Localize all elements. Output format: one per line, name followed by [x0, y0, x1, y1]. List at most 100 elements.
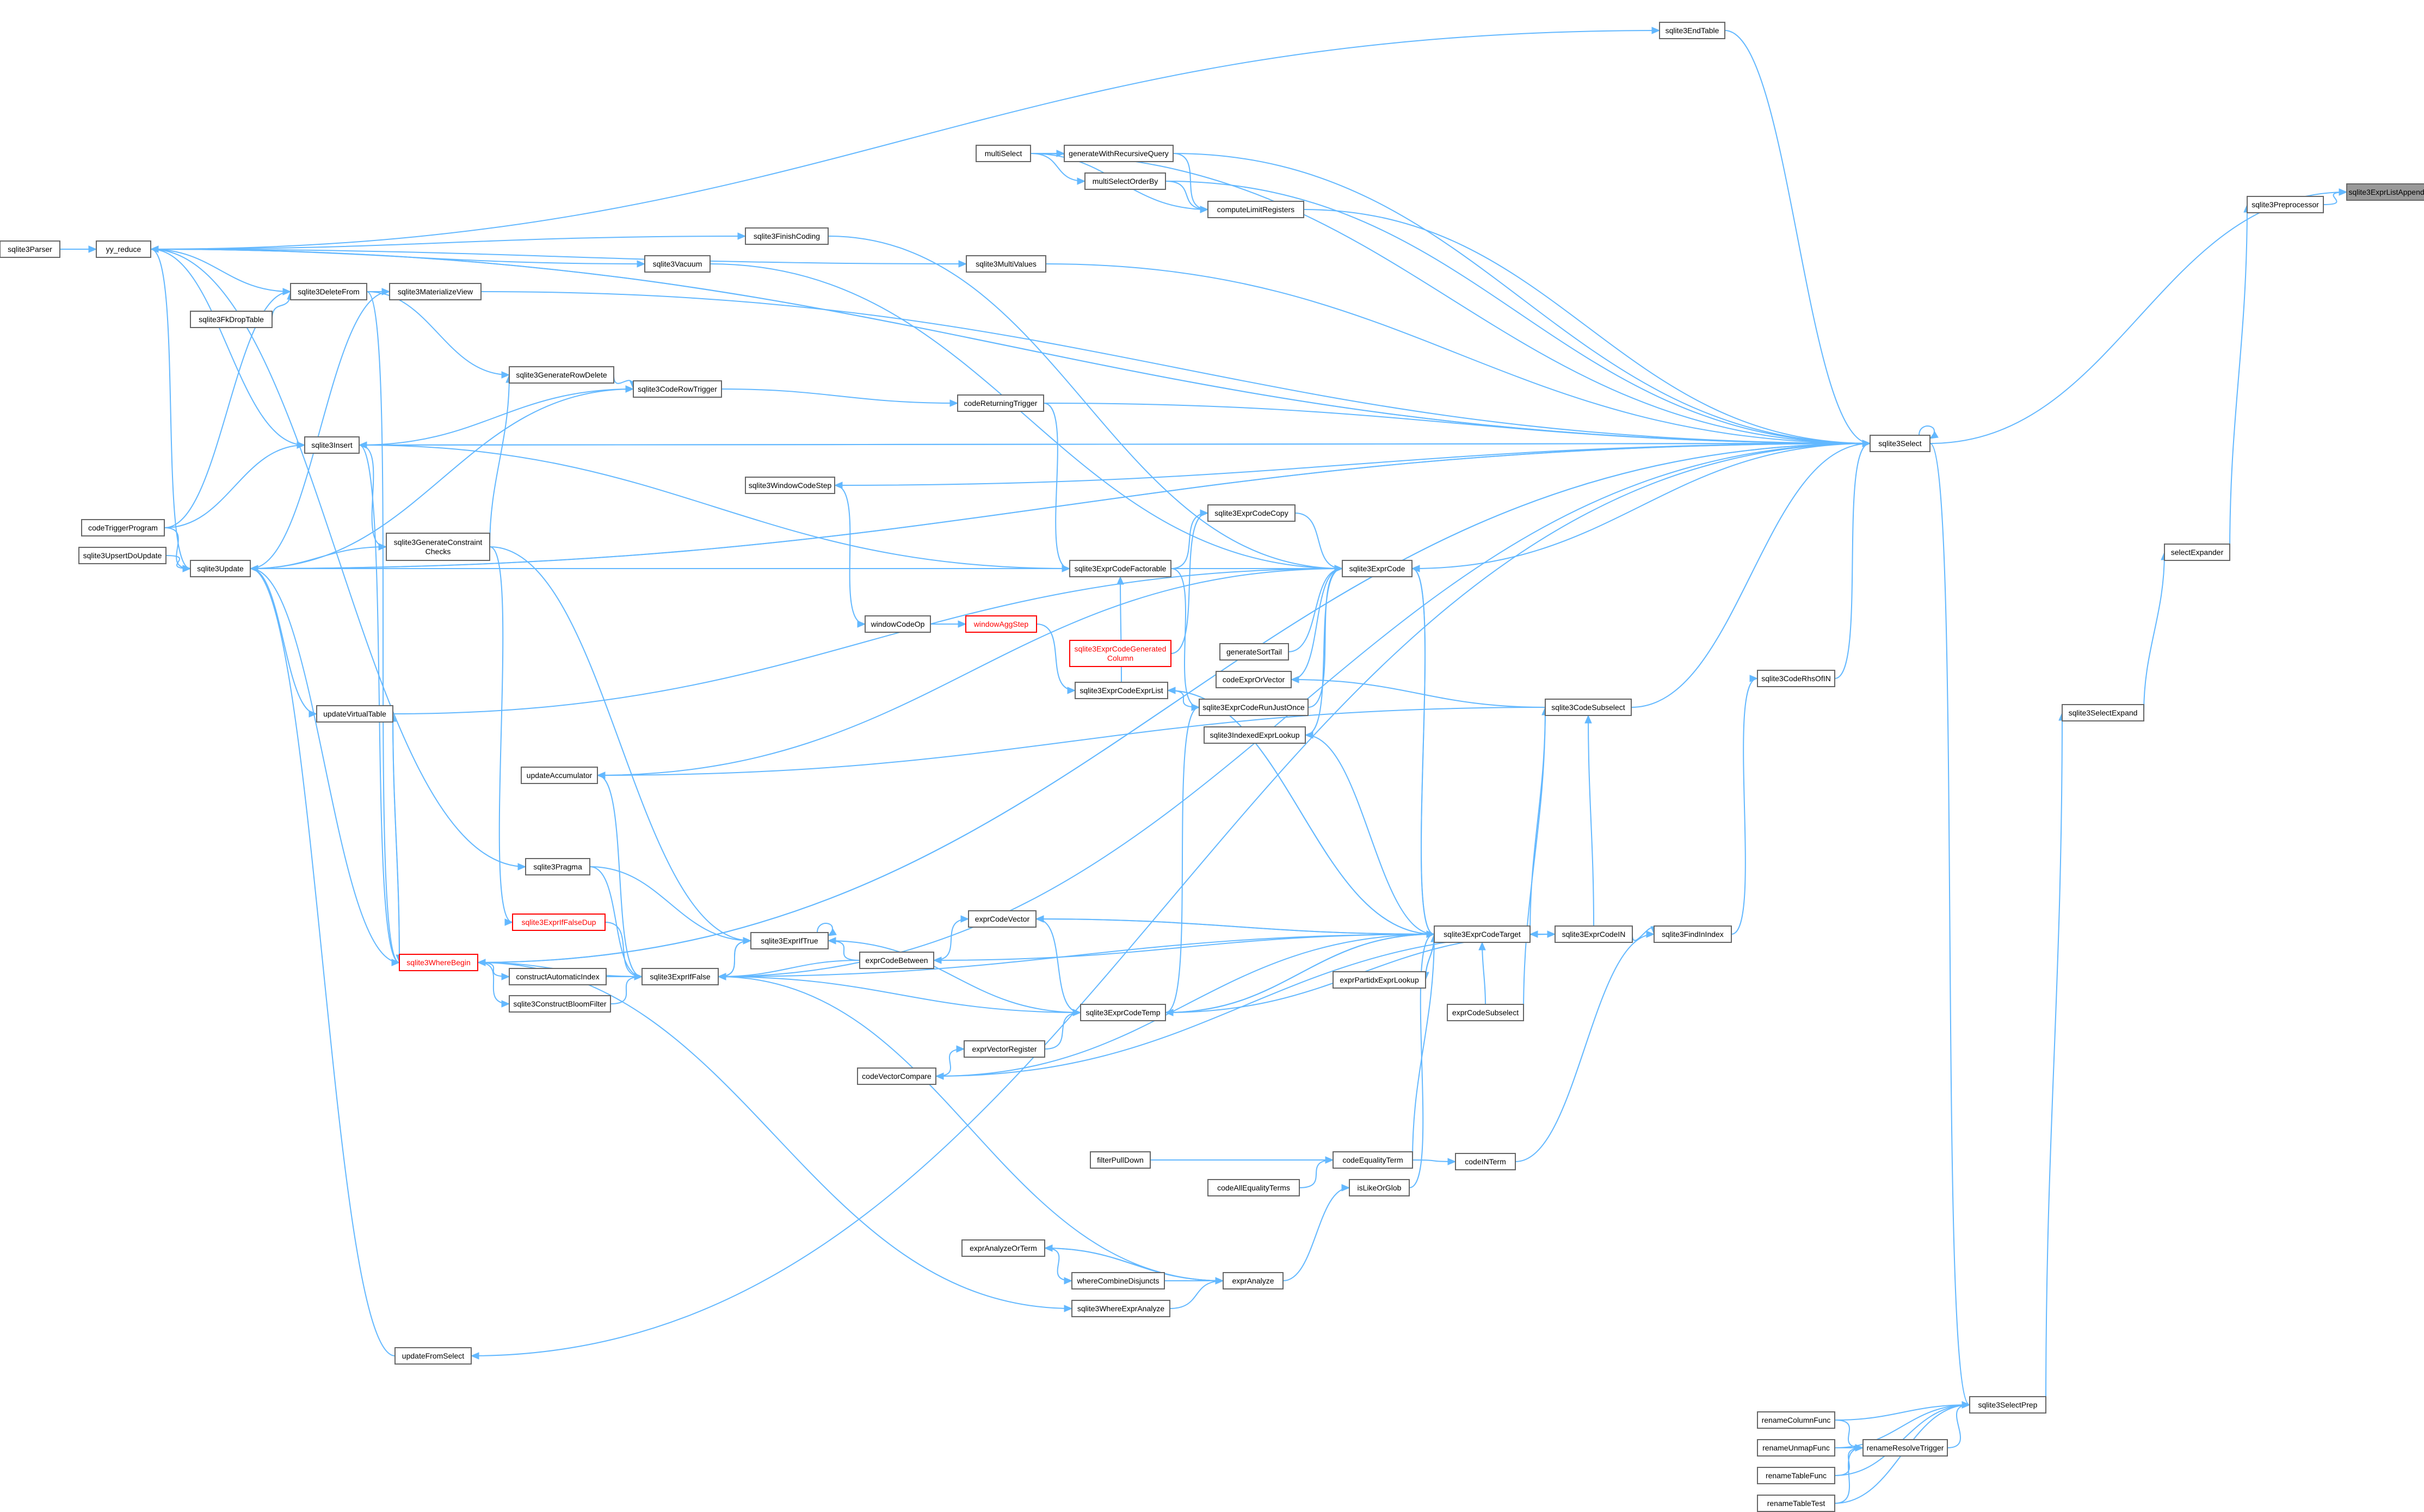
- node-multiSelectOrderBy[interactable]: multiSelectOrderBy: [1084, 172, 1166, 190]
- edge-exprAnalyze-to-isLikeOrGlob: [1282, 1187, 1350, 1281]
- node-sqlite3Update[interactable]: sqlite3Update: [190, 560, 251, 577]
- node-sqlite3MaterializeView[interactable]: sqlite3MaterializeView: [389, 283, 482, 300]
- edge-sqlite3ExprCodeGeneratedColumn-to-sqlite3ExprCodeCopy: [1170, 513, 1208, 654]
- node-windowCodeOp[interactable]: windowCodeOp: [865, 615, 931, 633]
- node-sqlite3WindowCodeStep[interactable]: sqlite3WindowCodeStep: [745, 477, 835, 494]
- edge-sqlite3SelectPrep-to-sqlite3SelectExpand: [2045, 712, 2063, 1405]
- node-sqlite3ExprCodeTemp[interactable]: sqlite3ExprCodeTemp: [1080, 1004, 1166, 1021]
- node-sqlite3FkDropTable[interactable]: sqlite3FkDropTable: [190, 311, 273, 328]
- node-label: codeReturningTrigger: [964, 399, 1038, 408]
- node-sqlite3Preprocessor[interactable]: sqlite3Preprocessor: [2247, 196, 2324, 213]
- node-sqlite3GenerateRowDelete[interactable]: sqlite3GenerateRowDelete: [509, 366, 614, 384]
- node-generateWithRecursiveQuery[interactable]: generateWithRecursiveQuery: [1064, 145, 1174, 162]
- node-sqlite3FinishCoding[interactable]: sqlite3FinishCoding: [745, 227, 829, 245]
- node-sqlite3Pragma[interactable]: sqlite3Pragma: [525, 858, 590, 875]
- node-filterPullDown[interactable]: filterPullDown: [1090, 1151, 1151, 1169]
- node-box: [190, 311, 273, 328]
- node-renameResolveTrigger[interactable]: renameResolveTrigger: [1862, 1439, 1948, 1457]
- node-sqlite3Select[interactable]: sqlite3Select: [1870, 435, 1930, 452]
- node-sqlite3IndexedExprLookup[interactable]: sqlite3IndexedExprLookup: [1204, 726, 1306, 744]
- node-sqlite3Insert[interactable]: sqlite3Insert: [304, 436, 360, 454]
- edge-sqlite3CodeSubselect-to-updateAccumulator: [597, 707, 1546, 776]
- node-label: codeVectorCompare: [862, 1072, 932, 1081]
- node-sqlite3CodeRhsOfIN[interactable]: sqlite3CodeRhsOfIN: [1757, 670, 1835, 687]
- edge-sqlite3Pragma-to-sqlite3ExprIfFalse: [589, 866, 643, 977]
- node-sqlite3ExprCodeTarget[interactable]: sqlite3ExprCodeTarget: [1434, 925, 1531, 943]
- node-codeTriggerProgram[interactable]: codeTriggerProgram: [81, 519, 165, 536]
- node-sqlite3CodeRowTrigger[interactable]: sqlite3CodeRowTrigger: [633, 380, 722, 398]
- node-whereCombineDisjuncts[interactable]: whereCombineDisjuncts: [1071, 1272, 1165, 1289]
- node-box: [1555, 925, 1633, 943]
- node-exprCodeVector[interactable]: exprCodeVector: [968, 910, 1037, 928]
- node-sqlite3DeleteFrom[interactable]: sqlite3DeleteFrom: [290, 283, 367, 300]
- edge-updateAccumulator-to-sqlite3ExprCode: [597, 568, 1343, 776]
- edge-sqlite3FindInIndex-to-sqlite3CodeRhsOfIN: [1731, 678, 1758, 935]
- node-renameTableFunc[interactable]: renameTableFunc: [1757, 1467, 1835, 1484]
- node-sqlite3SelectExpand[interactable]: sqlite3SelectExpand: [2062, 704, 2144, 721]
- node-sqlite3ExprListAppend[interactable]: sqlite3ExprListAppend: [2346, 183, 2424, 201]
- node-sqlite3UpsertDoUpdate[interactable]: sqlite3UpsertDoUpdate: [78, 547, 166, 564]
- node-sqlite3ExprCodeCopy[interactable]: sqlite3ExprCodeCopy: [1207, 504, 1296, 522]
- node-renameColumnFunc[interactable]: renameColumnFunc: [1757, 1411, 1835, 1429]
- edge-sqlite3ExprCodeTemp-to-sqlite3ExprCodeRunJustOnce-arrowhead: [1191, 703, 1200, 711]
- node-sqlite3ExprCode[interactable]: sqlite3ExprCode: [1342, 560, 1413, 577]
- node-computeLimitRegisters[interactable]: computeLimitRegisters: [1207, 201, 1304, 218]
- node-sqlite3ExprIfFalse[interactable]: sqlite3ExprIfFalse: [642, 968, 719, 985]
- node-selectExpander[interactable]: selectExpander: [2164, 544, 2230, 561]
- node-codeINTerm[interactable]: codeINTerm: [1455, 1153, 1516, 1170]
- node-yy_reduce[interactable]: yy_reduce: [96, 240, 151, 258]
- node-box: [1659, 22, 1725, 39]
- node-multiSelect[interactable]: multiSelect: [976, 145, 1031, 162]
- node-sqlite3CodeSubselect[interactable]: sqlite3CodeSubselect: [1545, 699, 1632, 716]
- node-sqlite3EndTable[interactable]: sqlite3EndTable: [1659, 22, 1725, 39]
- node-exprAnalyzeOrTerm[interactable]: exprAnalyzeOrTerm: [961, 1239, 1045, 1257]
- node-constructAutomaticIndex[interactable]: constructAutomaticIndex: [509, 968, 607, 985]
- node-exprAnalyze[interactable]: exprAnalyze: [1223, 1272, 1284, 1289]
- node-codeReturningTrigger[interactable]: codeReturningTrigger: [957, 394, 1044, 412]
- node-exprCodeSubselect[interactable]: exprCodeSubselect: [1447, 1004, 1524, 1021]
- node-generateSortTail[interactable]: generateSortTail: [1219, 643, 1289, 661]
- node-sqlite3Parser[interactable]: sqlite3Parser: [0, 240, 60, 258]
- node-codeExprOrVector[interactable]: codeExprOrVector: [1216, 671, 1292, 688]
- node-codeVectorCompare[interactable]: codeVectorCompare: [857, 1067, 936, 1085]
- node-label: sqlite3ExprIfTrue: [761, 936, 818, 945]
- node-windowAggStep[interactable]: windowAggStep: [965, 615, 1037, 633]
- node-sqlite3FindInIndex[interactable]: sqlite3FindInIndex: [1654, 925, 1732, 943]
- node-renameTableTest[interactable]: renameTableTest: [1757, 1495, 1835, 1512]
- node-sqlite3ExprIfTrue[interactable]: sqlite3ExprIfTrue: [750, 932, 829, 949]
- node-sqlite3ExprCodeRunJustOnce[interactable]: sqlite3ExprCodeRunJustOnce: [1199, 699, 1309, 716]
- edge-sqlite3CodeSubselect-to-sqlite3Select: [1631, 443, 1871, 708]
- node-label: sqlite3UpsertDoUpdate: [83, 551, 162, 560]
- node-sqlite3WhereBegin[interactable]: sqlite3WhereBegin: [399, 954, 478, 971]
- edge-generateWithRecursiveQuery-to-computeLimitRegisters: [1173, 153, 1208, 210]
- edge-yy_reduce-to-sqlite3Pragma: [150, 249, 526, 867]
- node-label: sqlite3Pragma: [533, 862, 582, 871]
- node-sqlite3ExprCodeIN[interactable]: sqlite3ExprCodeIN: [1555, 925, 1633, 943]
- edge-sqlite3GenerateConstraintChecks-to-sqlite3GenerateRowDelete: [489, 374, 510, 547]
- node-box: [78, 547, 166, 564]
- node-box: [1545, 699, 1632, 716]
- node-sqlite3MultiValues[interactable]: sqlite3MultiValues: [966, 255, 1046, 273]
- edge-sqlite3FkDropTable-to-sqlite3DeleteFrom: [272, 291, 291, 320]
- node-sqlite3WhereExprAnalyze[interactable]: sqlite3WhereExprAnalyze: [1071, 1300, 1170, 1317]
- node-codeEqualityTerm[interactable]: codeEqualityTerm: [1333, 1151, 1413, 1169]
- node-sqlite3Vacuum[interactable]: sqlite3Vacuum: [644, 255, 711, 273]
- node-isLikeOrGlob[interactable]: isLikeOrGlob: [1349, 1179, 1410, 1196]
- node-sqlite3ConstructBloomFilter[interactable]: sqlite3ConstructBloomFilter: [509, 995, 611, 1013]
- node-codeAllEqualityTerms[interactable]: codeAllEqualityTerms: [1207, 1179, 1300, 1196]
- node-exprCodeBetween[interactable]: exprCodeBetween: [859, 952, 934, 969]
- node-exprVectorRegister[interactable]: exprVectorRegister: [964, 1040, 1045, 1058]
- node-sqlite3ExprIfFalseDup[interactable]: sqlite3ExprIfFalseDup: [512, 914, 606, 931]
- node-sqlite3ExprCodeFactorable[interactable]: sqlite3ExprCodeFactorable: [1069, 560, 1171, 577]
- node-renameUnmapFunc[interactable]: renameUnmapFunc: [1757, 1439, 1835, 1457]
- node-sqlite3SelectPrep[interactable]: sqlite3SelectPrep: [1969, 1396, 2046, 1414]
- edge-sqlite3Update-to-sqlite3MaterializeView: [250, 291, 390, 569]
- node-sqlite3ExprCodeExprList[interactable]: sqlite3ExprCodeExprList: [1075, 682, 1168, 699]
- node-box: [633, 380, 722, 398]
- node-updateFromSelect[interactable]: updateFromSelect: [394, 1347, 472, 1365]
- node-exprPartidxExprLookup[interactable]: exprPartidxExprLookup: [1333, 971, 1426, 989]
- node-updateAccumulator[interactable]: updateAccumulator: [521, 767, 598, 784]
- node-updateVirtualTable[interactable]: updateVirtualTable: [316, 705, 393, 723]
